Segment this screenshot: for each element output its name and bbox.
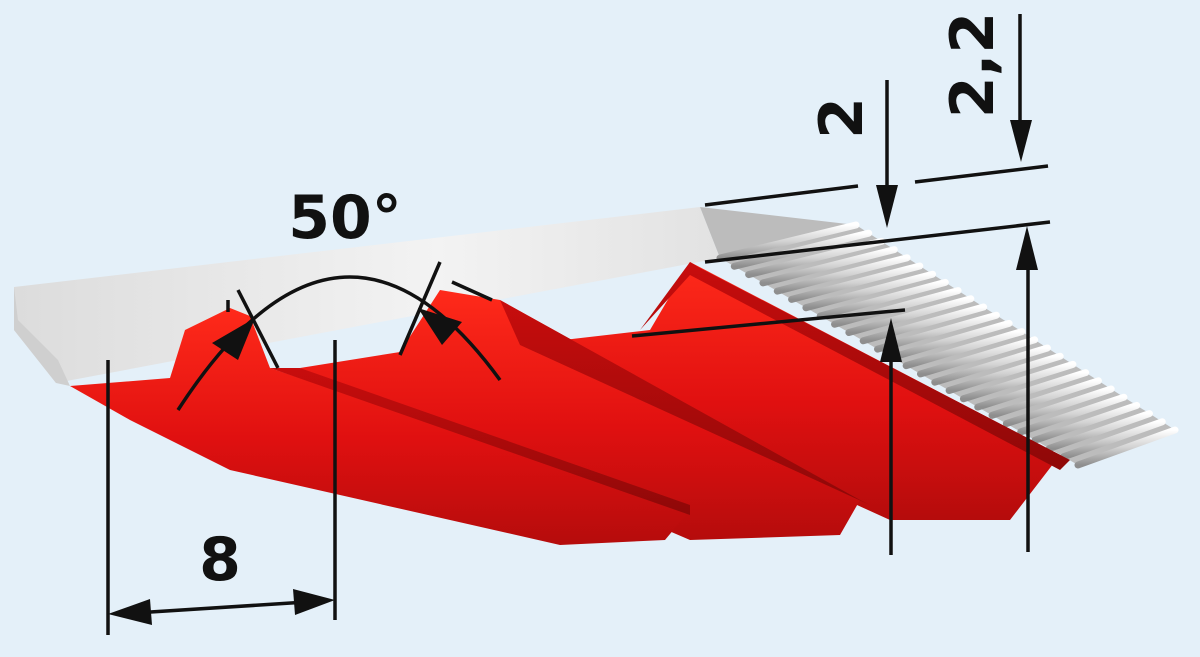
belt-thickness-label: 2,2 (938, 12, 1008, 118)
thickness-arrow-down (1010, 120, 1032, 162)
ref-line-top-a (704, 184, 859, 207)
angle-label: 50° (288, 183, 402, 253)
belt-rib (1017, 393, 1128, 436)
arrowheads (108, 120, 1038, 625)
belt-back-edge (14, 287, 70, 386)
tooth-height-arrow-up (880, 318, 902, 362)
belt-rib (831, 287, 962, 328)
tooth-3-flank (640, 262, 1070, 470)
tooth-3-top (520, 262, 1060, 520)
belt-rib (816, 278, 949, 320)
belt-rib (1002, 385, 1115, 428)
tick-2 (451, 280, 493, 302)
belt-rib (1031, 401, 1141, 444)
tooth-2-top (300, 290, 860, 540)
ref-line-bottom (631, 308, 906, 338)
belt-rib (1074, 426, 1179, 469)
belt-rib (1045, 410, 1153, 452)
tooth-1-flank (270, 368, 690, 515)
pitch-label: 8 (199, 525, 241, 595)
tooth-height-label: 2 (807, 97, 877, 139)
belt-rib (802, 270, 937, 312)
dimension-lines (106, 14, 1051, 635)
belt-rib (945, 352, 1064, 394)
tooth-height-arrow-down (876, 185, 898, 228)
belt-rib (716, 221, 860, 262)
pitch-arrow-left (108, 599, 152, 625)
belt-rib (974, 369, 1090, 411)
belt-rib (788, 262, 924, 303)
belt-rib (959, 360, 1077, 403)
pitch-arrow-right (293, 589, 335, 615)
flank-line-left (236, 289, 280, 369)
ref-line-mid (704, 220, 1051, 264)
belt-rib (902, 328, 1026, 370)
flank-line-right (398, 261, 442, 356)
ref-line-top-b (914, 164, 1049, 184)
belt-rib (1060, 418, 1166, 461)
belt-rib (845, 295, 975, 337)
belt-rib (888, 319, 1013, 361)
belt-rib (759, 246, 898, 287)
tooth-1-top (70, 308, 690, 545)
pitch-dimension-line (119, 599, 323, 616)
belt-rib (859, 303, 988, 345)
belt-rib (988, 377, 1102, 419)
belt-rib (773, 254, 911, 295)
angle-arrow-left (212, 318, 255, 360)
belt-rib (745, 237, 886, 279)
thickness-arrow-up (1016, 226, 1038, 270)
angle-arrow-right (418, 308, 462, 345)
belt-rib (916, 336, 1039, 378)
